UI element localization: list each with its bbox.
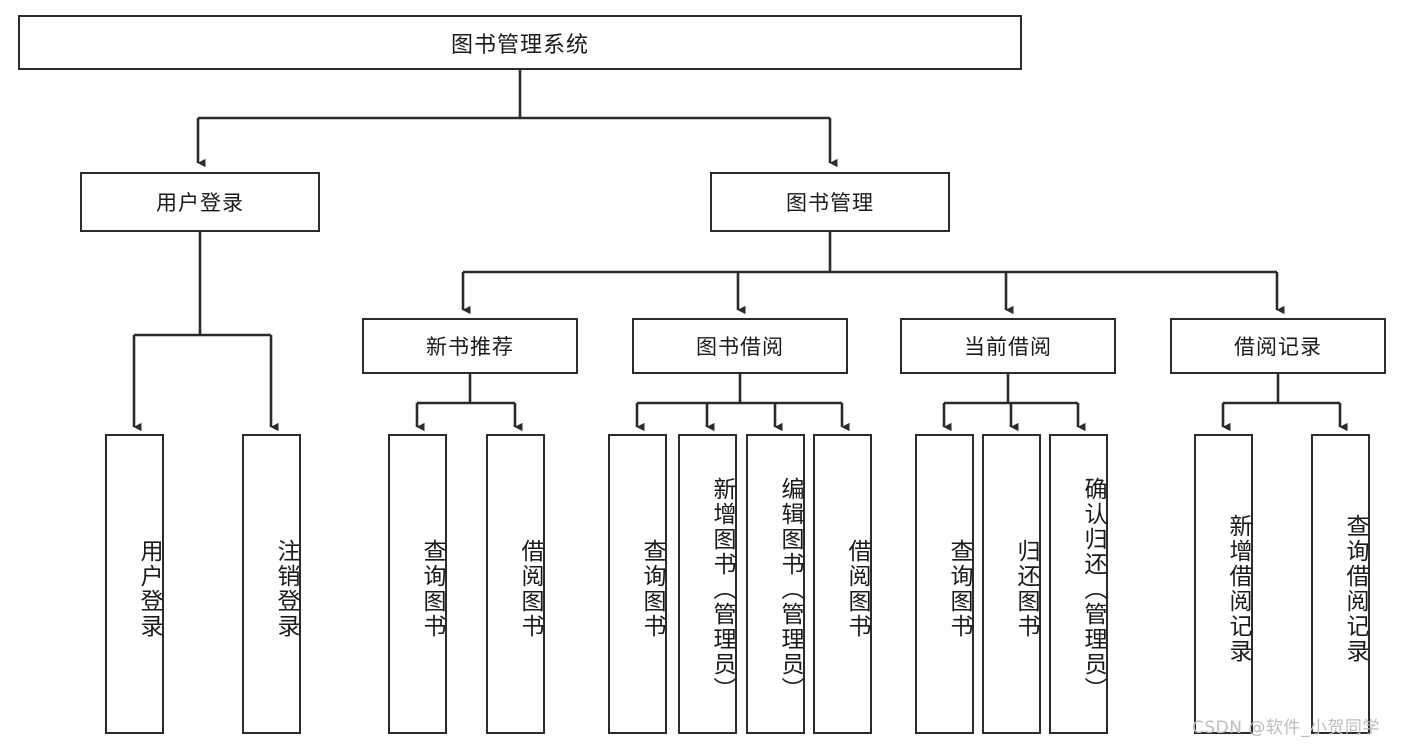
- leaf-label: 查询图书: [639, 539, 665, 639]
- node-root-system[interactable]: 图书管理系统: [18, 15, 1022, 70]
- leaf-label: 查询图书: [946, 539, 972, 639]
- node-leaf-add-book[interactable]: 新增图书（管理员）: [678, 434, 737, 734]
- csdn-watermark: CSDN @软件_小贺同学: [1192, 718, 1380, 738]
- node-book-manage[interactable]: 图书管理: [710, 172, 950, 232]
- leaf-label: 借阅图书: [844, 539, 870, 639]
- node-leaf-query-record[interactable]: 查询借阅记录: [1311, 434, 1370, 734]
- leaf-label: 编辑图书（管理员）: [777, 476, 803, 702]
- node-leaf-user-login[interactable]: 用户登录: [105, 434, 164, 734]
- node-borrow-record[interactable]: 借阅记录: [1170, 318, 1386, 374]
- leaf-label: 注销登录: [273, 539, 299, 639]
- node-leaf-edit-book[interactable]: 编辑图书（管理员）: [746, 434, 805, 734]
- leaf-label: 新增图书（管理员）: [709, 476, 735, 702]
- node-leaf-logout[interactable]: 注销登录: [242, 434, 301, 734]
- leaf-label: 查询图书: [419, 539, 445, 639]
- leaf-label: 新增借阅记录: [1225, 514, 1251, 664]
- leaf-label: 借阅图书: [517, 539, 543, 639]
- node-leaf-query-book-1[interactable]: 查询图书: [388, 434, 447, 734]
- node-leaf-query-book-2[interactable]: 查询图书: [608, 434, 667, 734]
- node-leaf-return-book[interactable]: 归还图书: [982, 434, 1041, 734]
- node-user-login[interactable]: 用户登录: [80, 172, 320, 232]
- leaf-label: 确认归还（管理员）: [1080, 476, 1106, 702]
- node-current-borrow[interactable]: 当前借阅: [900, 318, 1116, 374]
- node-new-book-recommend[interactable]: 新书推荐: [362, 318, 578, 374]
- node-leaf-query-book-3[interactable]: 查询图书: [915, 434, 974, 734]
- node-leaf-borrow-book-1[interactable]: 借阅图书: [486, 434, 545, 734]
- leaf-label: 归还图书: [1013, 539, 1039, 639]
- leaf-label: 查询借阅记录: [1342, 514, 1368, 664]
- leaf-label: 用户登录: [136, 539, 162, 639]
- node-book-borrow[interactable]: 图书借阅: [632, 318, 848, 374]
- node-leaf-confirm-return[interactable]: 确认归还（管理员）: [1049, 434, 1108, 734]
- node-leaf-borrow-book-2[interactable]: 借阅图书: [813, 434, 872, 734]
- node-leaf-add-record[interactable]: 新增借阅记录: [1194, 434, 1253, 734]
